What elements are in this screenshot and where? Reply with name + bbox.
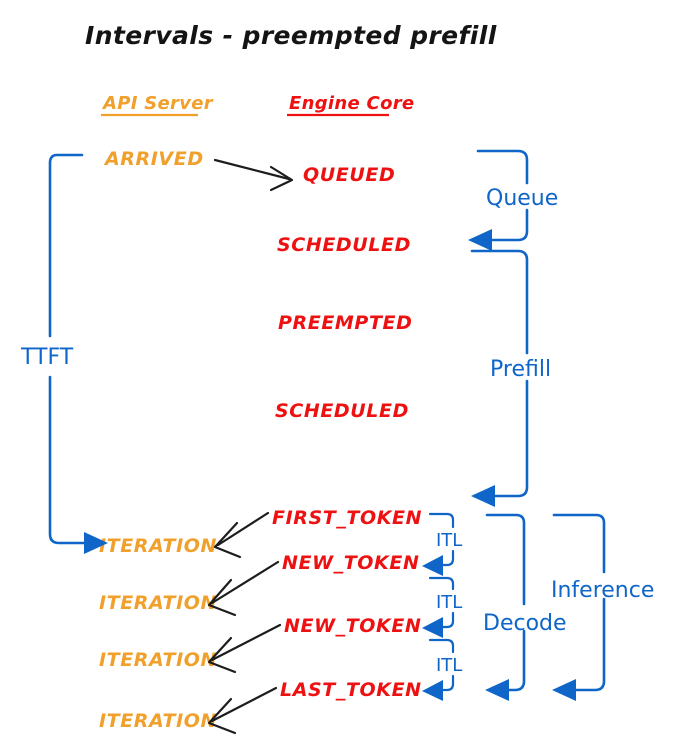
interval-bracket-ttft (48, 153, 108, 554)
event-arrived: ARRIVED (103, 148, 204, 170)
interval-label-ttft: TTFT (20, 345, 74, 370)
event-scheduled-2: SCHEDULED (275, 400, 409, 422)
event-iteration-4: ITERATION (99, 710, 217, 732)
event-preempted: PREEMPTED (278, 312, 412, 334)
interval-label-prefill: Prefill (490, 357, 551, 382)
interval-label-decode: Decode (483, 611, 567, 636)
column-header-engine-core: Engine Core (289, 93, 414, 114)
interval-label-itl-1: ITL (436, 530, 462, 551)
interval-label-itl-2: ITL (436, 592, 462, 613)
interval-bracket-queue (468, 149, 529, 251)
interval-bracket-prefill (470, 249, 529, 507)
interval-label-itl-3: ITL (436, 655, 462, 676)
event-new-token-2: NEW_TOKEN (284, 615, 421, 637)
event-iteration-1: ITERATION (99, 535, 217, 557)
arrow-new-token-2-to-iteration-3 (207, 623, 282, 674)
arrow-last-token-to-iteration-4 (207, 686, 278, 735)
arrow-new-token-1-to-iteration-2 (207, 560, 280, 617)
interval-bracket-decode (485, 513, 526, 701)
interval-bracket-itl-3 (422, 638, 455, 701)
event-last-token: LAST_TOKEN (280, 679, 422, 701)
page-title: Intervals - preempted prefill (85, 21, 497, 50)
event-scheduled-1: SCHEDULED (277, 234, 411, 256)
event-iteration-2: ITERATION (99, 592, 217, 614)
event-new-token-1: NEW_TOKEN (282, 552, 419, 574)
interval-bracket-itl-2 (422, 576, 455, 638)
event-first-token: FIRST_TOKEN (272, 507, 422, 529)
event-iteration-3: ITERATION (99, 649, 217, 671)
event-queued: QUEUED (303, 164, 395, 186)
interval-label-inference: Inference (551, 578, 654, 603)
column-header-api-server: API Server (101, 93, 214, 114)
interval-bracket-itl-1 (422, 512, 455, 576)
arrow-first-token-to-iteration-1 (213, 511, 270, 559)
arrow-arrived-to-queued (213, 158, 294, 192)
interval-bracket-inference (552, 513, 606, 701)
interval-label-queue: Queue (486, 186, 558, 211)
